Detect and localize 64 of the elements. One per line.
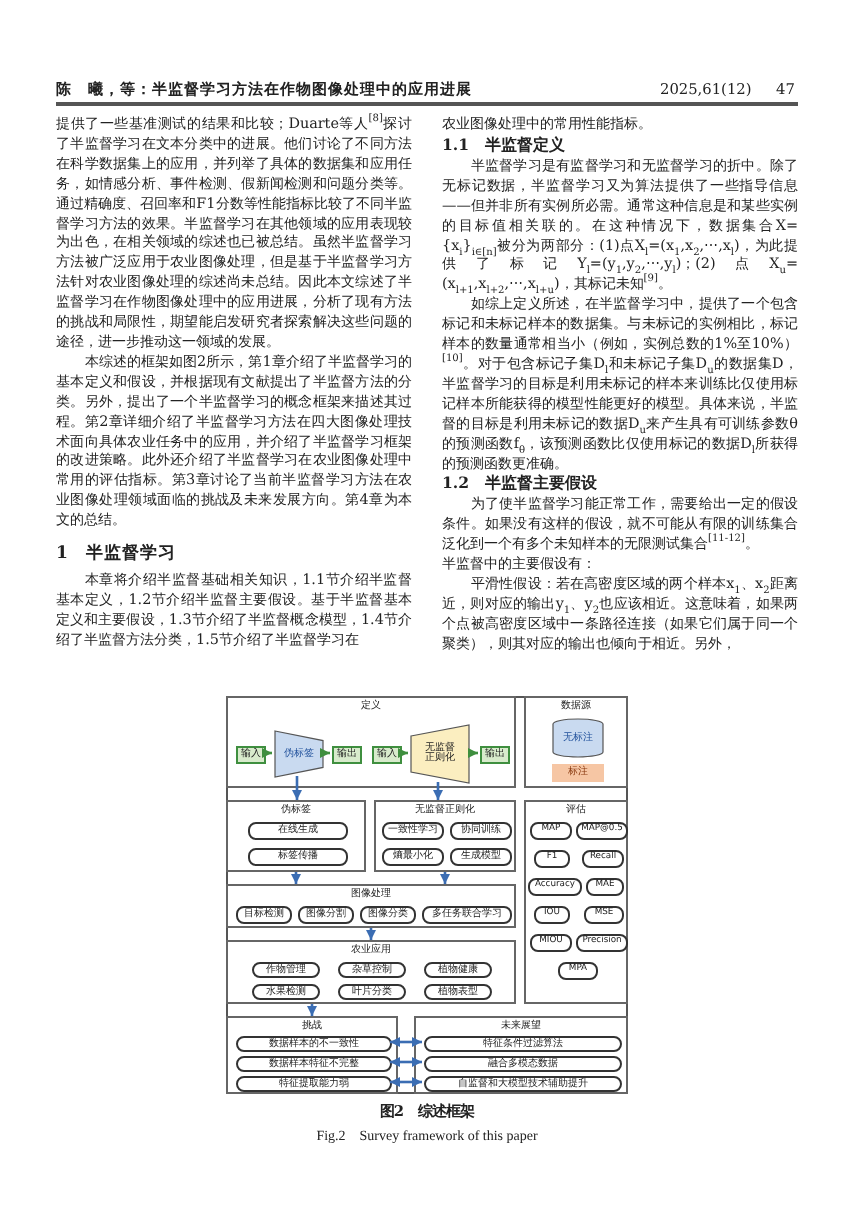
term-pill [450, 848, 512, 866]
term-pill [248, 822, 348, 840]
arrow [320, 748, 330, 758]
arrow [398, 748, 408, 758]
term-pill [252, 962, 320, 978]
term-pill [382, 848, 444, 866]
term-pill [424, 962, 492, 978]
model-block [410, 724, 470, 784]
term-pill [530, 822, 572, 840]
term-pill [382, 822, 444, 840]
arrow [307, 1004, 317, 1016]
term-pill [248, 848, 348, 866]
panel [226, 940, 516, 1004]
term-pill [236, 906, 292, 924]
panel [524, 800, 628, 1004]
term-pill [424, 1076, 622, 1092]
database-cylinder [552, 718, 604, 758]
arrow [291, 872, 301, 884]
model-block [274, 730, 324, 778]
term-pill [236, 1036, 392, 1052]
panel [226, 1016, 398, 1094]
panel [374, 800, 516, 872]
arrow [292, 776, 302, 800]
section-heading: 1 半监督学习 [56, 542, 178, 567]
term-pill [360, 906, 416, 924]
arrow [440, 872, 450, 884]
data-box [236, 746, 266, 764]
term-pill [576, 822, 628, 840]
term-pill [236, 1076, 392, 1092]
term-pill [584, 906, 624, 924]
data-box [332, 746, 362, 764]
term-pill [528, 878, 582, 896]
term-pill [252, 984, 320, 1000]
arrow [468, 748, 478, 758]
term-pill [338, 962, 406, 978]
panel [226, 800, 366, 872]
term-pill [338, 984, 406, 1000]
term-pill [582, 850, 624, 868]
term-pill [424, 1056, 622, 1072]
panel [226, 696, 516, 788]
arrow [433, 782, 443, 800]
term-pill [558, 962, 598, 980]
panel [414, 1016, 628, 1094]
arrow [390, 1037, 422, 1047]
term-pill [534, 906, 570, 924]
arrow [390, 1077, 422, 1087]
term-pill [530, 934, 572, 952]
term-pill [422, 906, 512, 924]
term-pill [424, 984, 492, 1000]
arrow [390, 1057, 422, 1067]
arrow [262, 748, 272, 758]
data-box [372, 746, 402, 764]
term-pill [424, 1036, 622, 1052]
panel [524, 696, 628, 788]
term-pill [450, 822, 512, 840]
data-box [480, 746, 510, 764]
term-pill [534, 850, 570, 868]
term-pill [298, 906, 354, 924]
term-pill [236, 1056, 392, 1072]
term-pill [586, 878, 624, 896]
arrow [366, 928, 376, 940]
term-pill [576, 934, 628, 952]
data-box [552, 764, 604, 782]
panel [226, 884, 516, 928]
